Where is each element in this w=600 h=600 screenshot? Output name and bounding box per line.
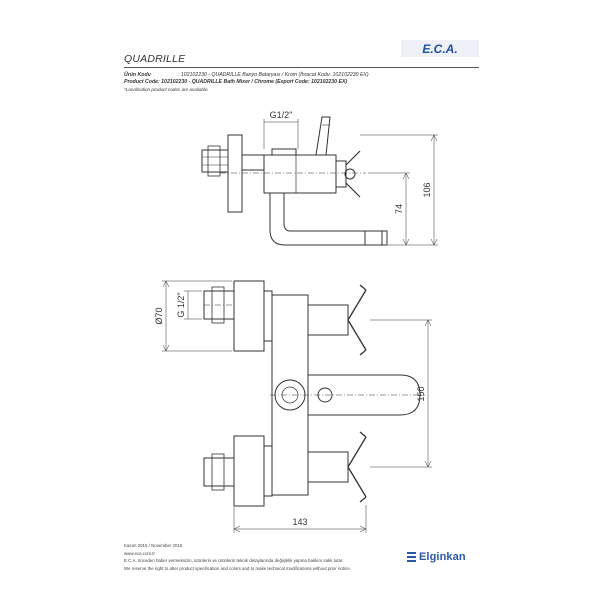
footer-disclaimer-tr: E.C.A. önceden haber vermeksizin, ürünle… [124,558,344,563]
diverter-lever [315,116,331,156]
spout-top [269,193,383,246]
front-view [162,280,432,533]
cross-handle-upper [347,284,367,356]
product-code-label: Ürün Kodu [124,72,151,78]
spout-front [308,374,421,416]
technical-drawing: G1/2" 106 74 Ø70 G 1/2" 150 143 [154,110,438,533]
cross-handle-top [345,150,361,198]
footer-disclaimer-en: We reserve the right to alter product sp… [124,565,351,571]
inlet-connector-top [201,149,229,173]
dim-height-106: 106 [422,182,432,197]
product-info: Ürün Kodu : 102102230 - QUADRILLE Banyo B… [124,72,369,93]
dim-thread-side: G 1/2" [176,292,186,317]
dim-width-143: 143 [292,517,307,527]
eca-logo: E.C.A. [401,40,479,57]
product-code-tr: : 102102230 - QUADRILLE Banyo Bataryası … [178,72,369,78]
wall-plate-upper [233,280,265,352]
brand-name: Elginkan [419,551,466,563]
elginkan-mark-icon [407,552,416,562]
info-row-tr: Ürün Kodu : 102102230 - QUADRILLE Banyo B… [124,72,369,79]
inlet-lower [203,457,235,487]
dim-thread-top: G1/2" [270,110,293,120]
cross-handle-lower [347,431,367,503]
product-code-en: Product Code: 102102230 - QUADRILLE Bath… [124,79,348,85]
footer-date: Kasım 2015 / November 2015 [124,543,183,548]
dim-height-150: 150 [416,386,426,401]
dim-diameter-70: Ø70 [154,307,164,324]
localisation-note: *Localisation product codes are availabl… [124,87,209,92]
footer-website[interactable]: www.eca.com.tr [124,550,155,556]
footer: Kasım 2015 / November 2015 www.eca.com.t… [124,542,351,572]
top-view [201,116,438,246]
elginkan-brand: Elginkan [407,550,466,564]
header-divider [124,67,479,68]
mixer-body-top [263,154,337,194]
product-title: QUADRILLE [124,53,186,65]
wall-rosette-top [227,134,243,213]
logo-text: E.C.A. [422,42,457,56]
wall-plate-lower [233,435,265,507]
dim-height-74: 74 [394,204,404,214]
